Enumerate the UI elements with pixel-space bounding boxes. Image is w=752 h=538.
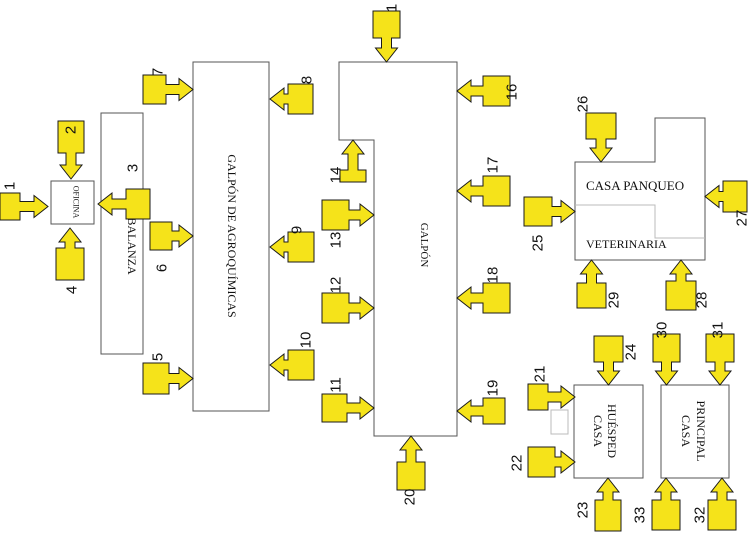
label-veterinaria: VETERINARIA [586, 237, 667, 251]
access-arrow-16 [456, 75, 511, 107]
access-arrow-32 [707, 477, 737, 531]
arrow-number-label-4: 4 [64, 286, 81, 294]
arrow-number-label-32: 32 [692, 507, 709, 524]
access-arrow-3 [97, 188, 151, 220]
arrow-number-label-8: 8 [299, 76, 316, 84]
arrow-number-label-6: 6 [154, 264, 171, 272]
arrow-number-label-13: 13 [328, 232, 345, 249]
access-arrow-8 [269, 83, 314, 115]
access-arrow-5 [142, 362, 194, 395]
arrow-number-label-5: 5 [150, 353, 167, 361]
access-arrow-28 [665, 259, 697, 311]
arrow-number-label-3: 3 [125, 164, 142, 172]
access-arrow-21 [527, 383, 576, 411]
label-casa-principal-1: CASA [679, 415, 693, 447]
access-arrow-13 [321, 199, 375, 231]
divider-panqueo-veterinaria [575, 204, 705, 239]
access-arrow-31 [705, 333, 735, 386]
access-arrow-10 [269, 349, 315, 381]
access-arrow-14 [339, 139, 367, 183]
access-arrow-9 [269, 231, 315, 263]
arrow-number-label-29: 29 [606, 292, 623, 309]
building-galpon-agroquimicas [192, 61, 270, 412]
label-casa-principal-2: PRINCIPAL [694, 401, 708, 462]
access-arrow-11 [321, 393, 375, 423]
arrow-number-label-28: 28 [694, 292, 711, 309]
arrow-number-label-2: 2 [63, 126, 80, 134]
arrow-number-label-25: 25 [530, 235, 547, 252]
building-casa-panqueo [574, 117, 706, 261]
access-arrow-30 [652, 333, 681, 386]
arrow-number-label-17: 17 [485, 157, 502, 174]
label-casa-huesped-1: CASA [591, 415, 605, 447]
access-arrow-18 [456, 282, 511, 314]
small-annex-huesped [550, 409, 569, 435]
access-arrow-25 [523, 196, 576, 227]
arrow-number-label-19: 19 [485, 380, 502, 397]
arrow-number-label-22: 22 [509, 455, 526, 472]
access-arrow-4 [55, 227, 85, 281]
arrow-number-label-33: 33 [632, 507, 649, 524]
label-galpon: GALPÓN [418, 223, 430, 268]
arrow-number-label-1b: 1 [384, 4, 401, 12]
arrow-number-label-23: 23 [575, 502, 592, 519]
access-arrow-6 [149, 221, 194, 251]
access-arrow-17 [456, 175, 511, 207]
arrow-number-label-31: 31 [710, 322, 727, 339]
access-arrow-7 [142, 74, 194, 105]
access-arrow-22 [527, 446, 576, 478]
arrow-number-label-11: 11 [328, 377, 345, 393]
arrow-number-label-9: 9 [289, 226, 306, 234]
access-arrow-26 [585, 112, 617, 163]
label-casa-panqueo: CASA PANQUEO [586, 178, 684, 193]
arrow-number-label-10: 10 [298, 332, 315, 349]
building-balanza [100, 112, 144, 355]
arrow-number-label-16: 16 [504, 84, 521, 101]
arrow-number-label-21: 21 [532, 366, 549, 383]
access-arrow-19 [456, 397, 506, 425]
label-galpon-agroquimicas: GALPÓN DE AGROQUÍMICAS [225, 154, 239, 317]
label-casa-huesped-2: HUÉSPED [605, 404, 619, 458]
access-arrow-2 [57, 120, 85, 180]
arrow-number-label-12: 12 [328, 277, 345, 294]
access-arrow-20 [396, 435, 426, 491]
access-arrow-23 [594, 477, 622, 532]
arrow-number-label-30: 30 [654, 322, 671, 339]
arrow-number-label-27: 27 [734, 210, 751, 227]
access-arrow-1b [372, 10, 401, 63]
building-casa-principal [660, 384, 730, 479]
access-arrow-12 [321, 292, 375, 324]
building-galpon [338, 61, 458, 437]
access-arrow-24 [593, 335, 624, 386]
access-arrow-27 [704, 180, 748, 213]
building-oficina [50, 180, 95, 225]
label-oficina: OFICINA [72, 186, 81, 219]
arrow-number-label-26: 26 [575, 96, 592, 113]
arrow-number-label-7: 7 [150, 68, 167, 76]
access-arrow-1 [0, 192, 49, 221]
label-balanza: BALANZA [125, 217, 139, 275]
arrow-number-label-20: 20 [402, 489, 419, 506]
arrow-number-label-1: 1 [2, 182, 19, 190]
access-arrow-29 [576, 259, 607, 309]
arrow-number-label-14: 14 [328, 167, 345, 184]
access-arrow-33 [651, 477, 681, 531]
arrow-number-label-24: 24 [623, 344, 640, 361]
arrow-number-label-18: 18 [485, 267, 502, 284]
